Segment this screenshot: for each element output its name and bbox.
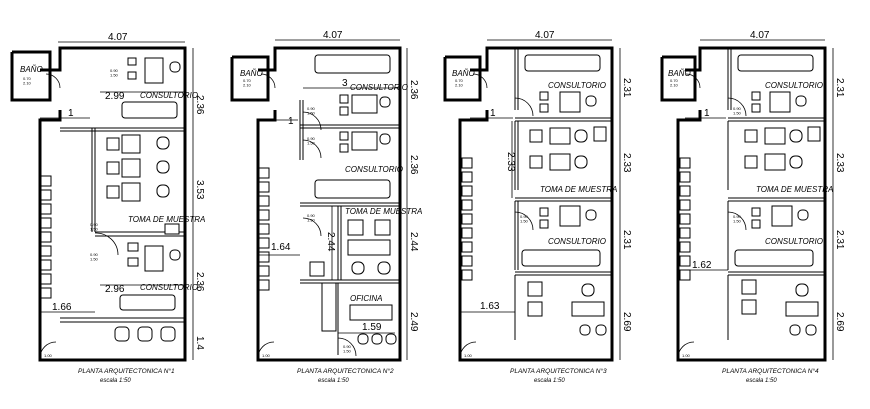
plan-1-label-toma: TOMA DE MUESTRA [128,215,205,224]
plan-1-dim-h4: 1.66 [52,302,72,313]
plan-1-waiting-seats [40,175,52,299]
plan-1-label-consultorio-1: CONSULTORIO [140,91,198,100]
plan-2-dim-v4: 2.44 [325,232,336,252]
plan-3-dim-v5: 2.33 [505,152,516,172]
plan-3-label-bano: BAÑO [452,69,475,78]
plan-1-outer-wall [38,46,187,362]
plan-3-dim-h2: 1.63 [480,301,500,312]
plan-1: BAÑO CONSULTORIO TOMA DE MUESTRA CONSULT… [10,32,205,384]
plan-1-dim-h3: 1 [68,108,74,119]
plan-2-dim-h2: 1 [288,116,294,127]
plan-2-label-bano: BAÑO [240,69,263,78]
plan-3-dim-v2: 2.33 [621,153,632,173]
plan-2-dim-h1: 3 [342,78,348,89]
plan-3-dim-width: 4.07 [535,30,555,41]
plan-1-label-consultorio-2: CONSULTORIO [140,283,198,292]
plan-1-title: PLANTA ARQUITECTONICA N°1 [78,367,175,375]
plan-3-dim-h1: 1 [490,108,496,119]
plan-2: BAÑO CONSULTORIO CONSULTORIO TOMA DE MUE… [230,30,422,384]
plan-3-dim-v3: 2.31 [621,230,632,250]
plan-4-bath-wall [660,55,697,102]
plan-2-bath-wall [230,55,270,102]
plan-1-dim-v2: 3.53 [194,180,205,200]
plan-2-dim-h4: 1.59 [362,322,382,333]
plan-2-label-consultorio-2: CONSULTORIO [345,165,403,174]
plan-2-label-toma: TOMA DE MUESTRA [345,207,422,216]
plan-3-dim-v1: 2.31 [621,78,632,98]
plan-4-dim-width: 4.07 [750,30,770,41]
plan-2-dim-v2: 2.36 [408,155,419,175]
plan-4-dim-v3: 2.31 [834,230,845,250]
plan-3-waiting-seats [461,157,473,281]
plan-4-dim-h2: 1.62 [692,260,712,271]
plan-3-label-toma: TOMA DE MUESTRA [540,185,617,194]
plan-4-outer-wall [676,46,827,362]
plan-1-dim-v3: 2.36 [194,272,205,292]
plan-3: BAÑO CONSULTORIO TOMA DE MUESTRA CONSULT… [443,30,632,384]
plan-4-title: PLANTA ARQUITECTONICA N°4 [722,367,819,375]
plan-1-dim-h2: 2.96 [105,284,125,295]
plan-2-label-consultorio-1: CONSULTORIO [350,83,408,92]
plan-2-dim-v1: 2.36 [408,80,419,100]
plan-2-waiting-seats [258,167,270,291]
plan-1-dim-h1: 2.99 [105,91,125,102]
plan-1-dim-v4: 1.4 [194,336,205,350]
plan-2-label-oficina: OFICINA [350,294,382,303]
plan-1-dim-v1: 2.36 [194,95,205,115]
plan-2-dim-v3: 2.44 [408,232,419,252]
plan-4-label-toma: TOMA DE MUESTRA [756,185,833,194]
plan-3-bath-wall [443,55,482,102]
plan-3-dim-v4: 2.69 [621,312,632,332]
plan-1-dim-width: 4.07 [108,32,128,43]
plan-4-dim-h1: 1 [704,108,710,119]
plan-4-label-consultorio-1: CONSULTORIO [765,81,823,90]
plan-1-scale: escala 1:50 [100,378,131,384]
plan-4-waiting-seats [679,157,691,281]
plan-4-dim-v1: 2.31 [834,78,845,98]
plan-4-dim-v2: 2.33 [834,153,845,173]
plan-4: BAÑO CONSULTORIO TOMA DE MUESTRA CONSULT… [660,30,845,384]
plan-2-dim-v5: 2.49 [408,312,419,332]
plan-2-title: PLANTA ARQUITECTONICA N°2 [297,367,394,375]
plan-3-scale: escala 1:50 [534,378,565,384]
plan-1-bath-wall [10,50,52,102]
plan-3-label-consultorio-1: CONSULTORIO [548,81,606,90]
plan-3-title: PLANTA ARQUITECTONICA N°3 [510,367,607,375]
plan-4-label-consultorio-2: CONSULTORIO [765,237,823,246]
plan-4-label-bano: BAÑO [668,69,691,78]
plan-4-scale: escala 1:50 [746,378,777,384]
plan-2-dim-h3: 1.64 [271,242,291,253]
plan-2-scale: escala 1:50 [318,378,349,384]
plan-3-label-consultorio-2: CONSULTORIO [548,237,606,246]
plan-1-label-bano: BAÑO [20,65,43,74]
plan-3-outer-wall [458,46,614,362]
plan-4-dim-v4: 2.69 [834,312,845,332]
plan-2-dim-width: 4.07 [323,30,343,41]
